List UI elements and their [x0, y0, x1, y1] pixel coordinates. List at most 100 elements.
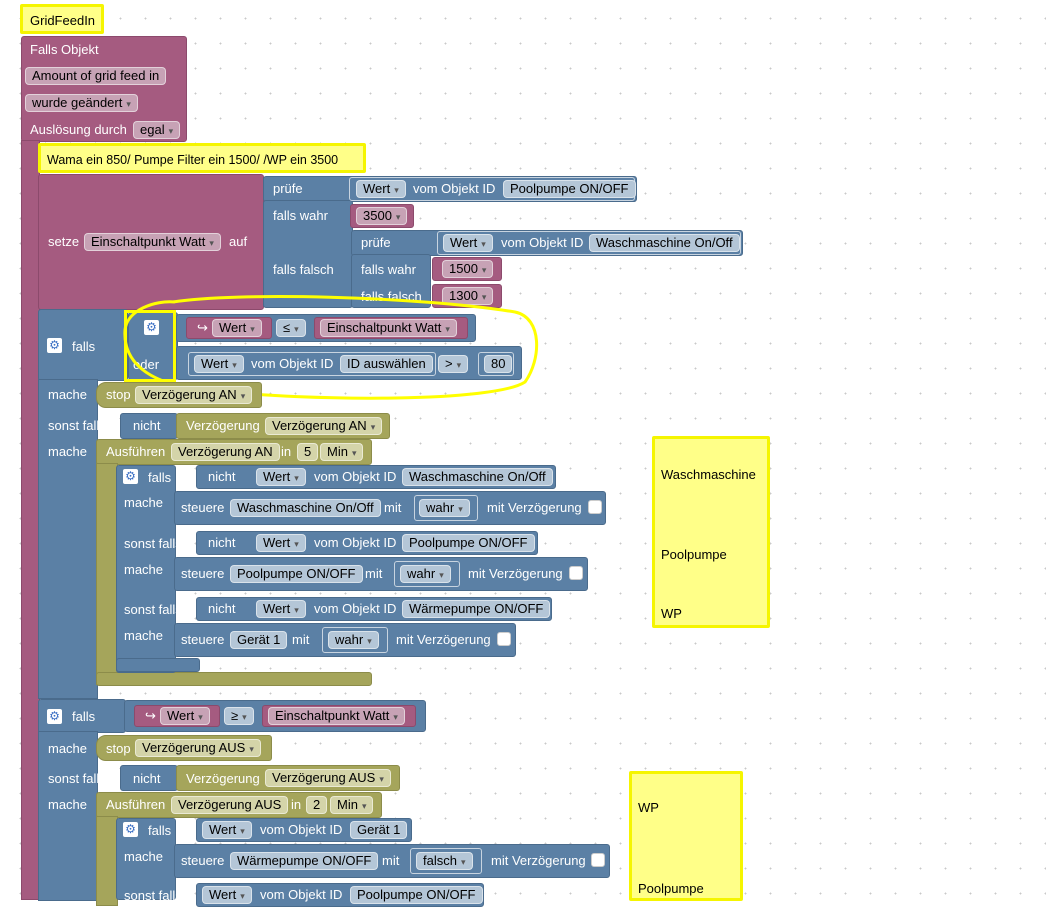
steuere-label-4: steuere [181, 853, 225, 868]
id-auswaehlen-field[interactable]: ID auswählen [340, 355, 433, 373]
wert-dropdown-3[interactable]: Wert▾ [194, 355, 244, 373]
pruefe-label-2: prüfe [361, 235, 391, 250]
sonst-falls-label-1: sonst falls [48, 418, 106, 433]
selection-box-yellow [124, 310, 176, 382]
wert-var-dropdown-1[interactable]: Wert▾ [212, 319, 262, 337]
inner2-vom-objekt: vom Objekt ID [260, 822, 343, 837]
steuere-object-1[interactable]: Waschmaschine On/Off [230, 499, 381, 517]
object-id-field-1[interactable]: Poolpumpe ON/OFF [503, 180, 636, 198]
ternary-block-outer-body[interactable] [263, 200, 353, 308]
timer-dropdown-2[interactable]: Verzögerung AN▾ [265, 417, 383, 435]
bool-dropdown-4[interactable]: falsch▾ [416, 852, 473, 870]
mache-label-3: mache [48, 741, 88, 756]
inner-vom-objekt-2: vom Objekt ID [314, 535, 397, 550]
wert-dropdown-2[interactable]: Wert▾ [443, 234, 493, 252]
inner-wert-dropdown-3[interactable]: Wert▾ [256, 600, 306, 618]
vom-objekt-label-1: vom Objekt ID [413, 181, 496, 196]
einschaltpunkt-dropdown-2[interactable]: Einschaltpunkt Watt▾ [268, 707, 405, 725]
delay-checkbox-4[interactable] [591, 853, 605, 867]
delay-field-1[interactable]: 5 [297, 443, 319, 461]
timer-name-field-2[interactable]: Verzögerung AUS [171, 796, 289, 814]
steuere-object-3[interactable]: Gerät 1 [230, 631, 288, 649]
vom-objekt-label-2: vom Objekt ID [501, 235, 584, 250]
falls-wahr-label-1: falls wahr [273, 208, 328, 223]
nicht-block-2[interactable] [120, 765, 178, 791]
inner-object-field-1[interactable]: Waschmaschine On/Off [402, 468, 553, 486]
inner2-object-field-2[interactable]: Poolpumpe ON/OFF [350, 886, 483, 904]
mit-label-1: mit [384, 500, 402, 515]
execute-timer-foot-1 [96, 672, 372, 686]
inner2-object-field[interactable]: Gerät 1 [350, 821, 408, 839]
note-devices-1[interactable]: Waschmaschine Poolpumpe WP [652, 436, 770, 628]
delay-field-2[interactable]: 2 [306, 796, 328, 814]
gear-icon[interactable]: ⚙ [47, 338, 62, 353]
bool-dropdown-1[interactable]: wahr▾ [419, 499, 470, 517]
gear-icon[interactable]: ⚙ [123, 822, 138, 837]
mit-verzoegerung-label-2: mit Verzögerung [468, 566, 563, 581]
unit-dropdown-1[interactable]: Min▾ [320, 443, 364, 461]
mache-label-1: mache [48, 387, 88, 402]
inner-mache-label-1: mache [124, 495, 164, 510]
inner-nicht-label-3: nicht [208, 601, 236, 616]
falls-label-1: falls [72, 339, 96, 354]
delay-checkbox-2[interactable] [569, 566, 583, 580]
verzoegerung-label-2: Verzögerung [186, 771, 260, 786]
steuere-object-4[interactable]: Wärmepumpe ON/OFF [230, 852, 379, 870]
mit-verzoegerung-label-4: mit Verzögerung [491, 853, 586, 868]
setze-variable-dropdown[interactable]: Einschaltpunkt Watt▾ [84, 233, 221, 251]
inner-wert-dropdown-2[interactable]: Wert▾ [256, 534, 306, 552]
title-note[interactable]: GridFeedIn [20, 4, 104, 34]
note-devices-2[interactable]: WP Poolpumpe [629, 771, 743, 901]
inner-object-field-3[interactable]: Wärmepumpe ON/OFF [402, 600, 551, 618]
inner2-vom-objekt-2: vom Objekt ID [260, 887, 343, 902]
sonst-falls-label-2: sonst falls [48, 771, 106, 786]
gear-icon[interactable]: ⚙ [47, 709, 62, 724]
delay-checkbox-3[interactable] [497, 632, 511, 646]
object-id-field-2[interactable]: Waschmaschine On/Off [589, 234, 740, 252]
nicht-label-2: nicht [133, 771, 161, 786]
bool-dropdown-2[interactable]: wahr▾ [400, 565, 451, 583]
verzoegerung-label-1: Verzögerung [186, 418, 260, 433]
changed-dropdown[interactable]: wurde geändert▾ [25, 94, 138, 112]
number-dropdown-1300[interactable]: 1300▾ [442, 287, 494, 305]
number-dropdown-1500[interactable]: 1500▾ [442, 260, 494, 278]
nicht-block-1[interactable] [120, 413, 178, 439]
bool-dropdown-3[interactable]: wahr▾ [328, 631, 379, 649]
inner2-falls-label: falls [148, 823, 172, 838]
steuere-label-2: steuere [181, 566, 225, 581]
unit-dropdown-2[interactable]: Min▾ [330, 796, 374, 814]
inner2-wert-dropdown-2[interactable]: Wert▾ [202, 886, 252, 904]
inner-nicht-label-1: nicht [208, 469, 236, 484]
return-arrow-icon: ↪ [197, 320, 208, 335]
inner-object-field-2[interactable]: Poolpumpe ON/OFF [402, 534, 535, 552]
wert-var-dropdown-2[interactable]: Wert▾ [160, 707, 210, 725]
timer-dropdown-4[interactable]: Verzögerung AUS▾ [265, 769, 391, 787]
pruefe-label: prüfe [273, 181, 303, 196]
timer-dropdown-3[interactable]: Verzögerung AUS▾ [135, 739, 261, 757]
timer-name-field-1[interactable]: Verzögerung AN [171, 443, 280, 461]
note2-line1: WP [638, 800, 659, 815]
timer-dropdown-1[interactable]: Verzögerung AN▾ [135, 386, 253, 404]
number-field-80[interactable]: 80 [484, 355, 513, 373]
inner-wert-dropdown-1[interactable]: Wert▾ [256, 468, 306, 486]
inner-if-block-1[interactable] [116, 465, 176, 673]
object-field[interactable]: Amount of grid feed in [25, 67, 167, 85]
steuere-object-2[interactable]: Poolpumpe ON/OFF [230, 565, 363, 583]
inner2-wert-dropdown[interactable]: Wert▾ [202, 821, 252, 839]
trigger-label: Auslösung durch [30, 122, 127, 137]
inner-mache-label-2: mache [124, 562, 164, 577]
einschaltpunkt-dropdown-1[interactable]: Einschaltpunkt Watt▾ [320, 319, 457, 337]
wert-dropdown-1[interactable]: Wert▾ [356, 180, 406, 198]
auf-label: auf [229, 234, 248, 249]
steuere-label-1: steuere [181, 500, 225, 515]
operator-dropdown-3[interactable]: ≥▾ [224, 707, 254, 725]
gear-icon[interactable]: ⚙ [123, 469, 138, 484]
operator-dropdown-1[interactable]: ≤▾ [276, 319, 306, 337]
gear-icon[interactable]: ⚙ [144, 320, 159, 335]
operator-dropdown-2[interactable]: >▾ [438, 355, 469, 373]
number-dropdown-3500[interactable]: 3500▾ [356, 207, 408, 225]
delay-checkbox-1[interactable] [588, 500, 602, 514]
trigger-dropdown[interactable]: egal▾ [133, 121, 181, 139]
comment-note[interactable]: Wama ein 850/ Pumpe Filter ein 1500/ /WP… [38, 143, 366, 173]
inner-mache-label-3: mache [124, 628, 164, 643]
